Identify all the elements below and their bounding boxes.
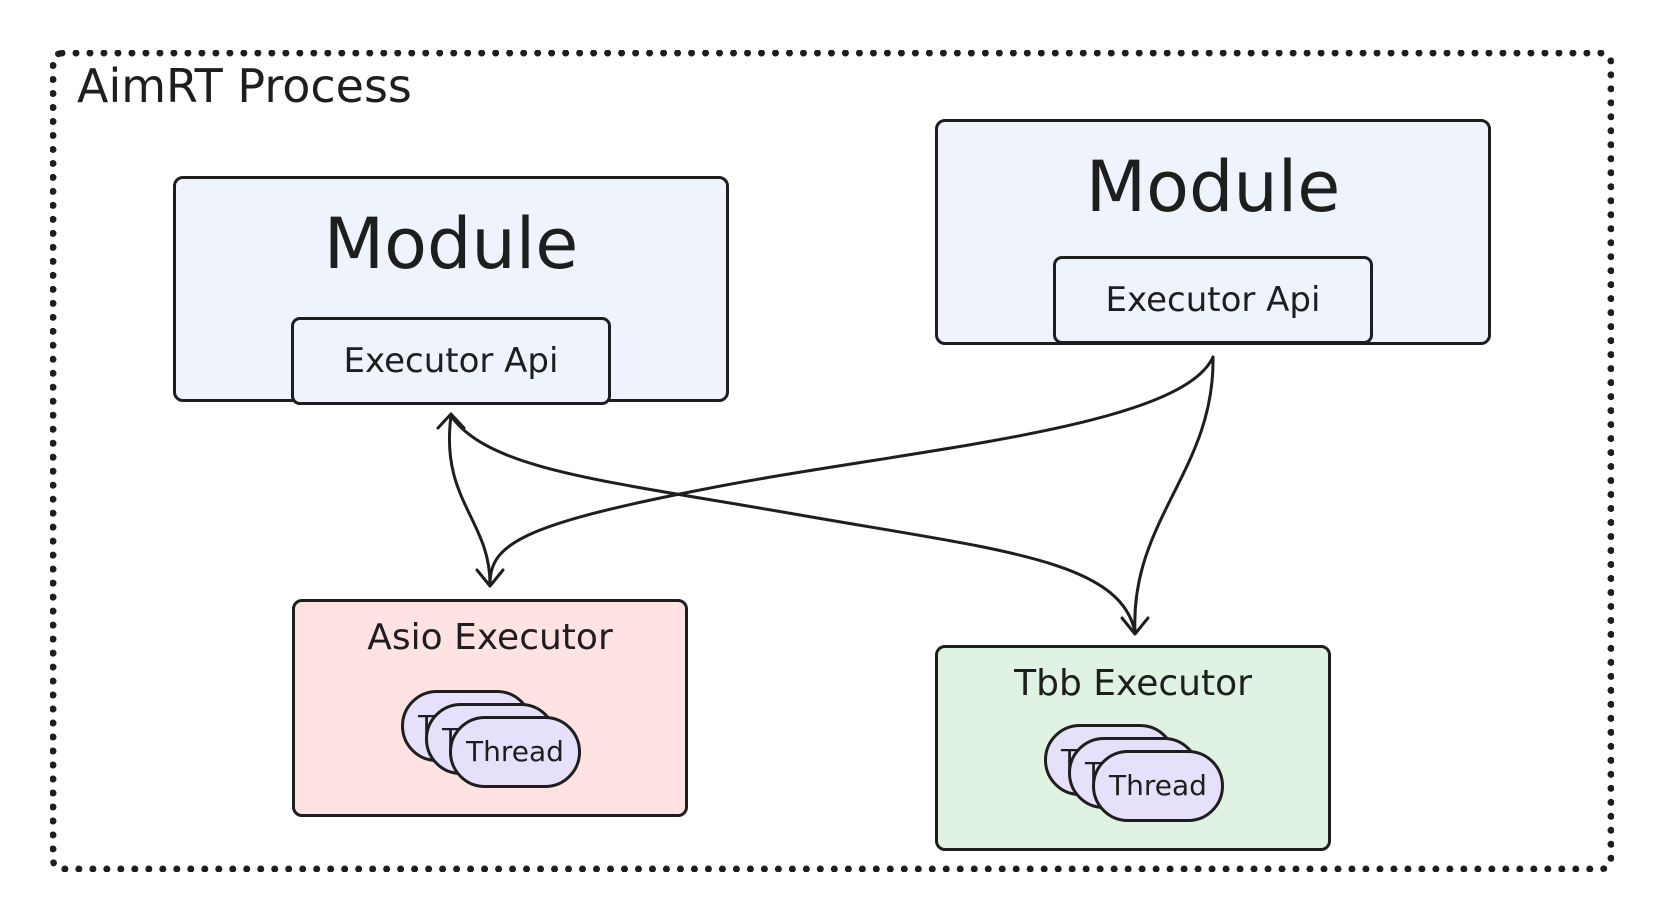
asio-executor-title: Asio Executor [367,617,613,658]
module-left-title: Module [323,203,579,285]
tbb-executor-title: Tbb Executor [1014,663,1252,704]
process-title: AimRT Process [77,59,412,113]
module-right-title: Module [1085,146,1341,228]
module-right: Module Executor Api [935,119,1491,345]
module-left: Module Executor Api [173,176,729,405]
asio-executor: Asio Executor Thread Thread Thread [292,599,688,817]
module-right-executor-api: Executor Api [1053,256,1373,344]
module-left-executor-api: Executor Api [291,317,611,405]
tbb-executor: Tbb Executor Thread Thread Thread [935,645,1331,851]
asio-thread-front: Thread [449,716,581,788]
tbb-thread-front: Thread [1092,750,1224,822]
aimrt-process-boundary [50,50,1614,872]
